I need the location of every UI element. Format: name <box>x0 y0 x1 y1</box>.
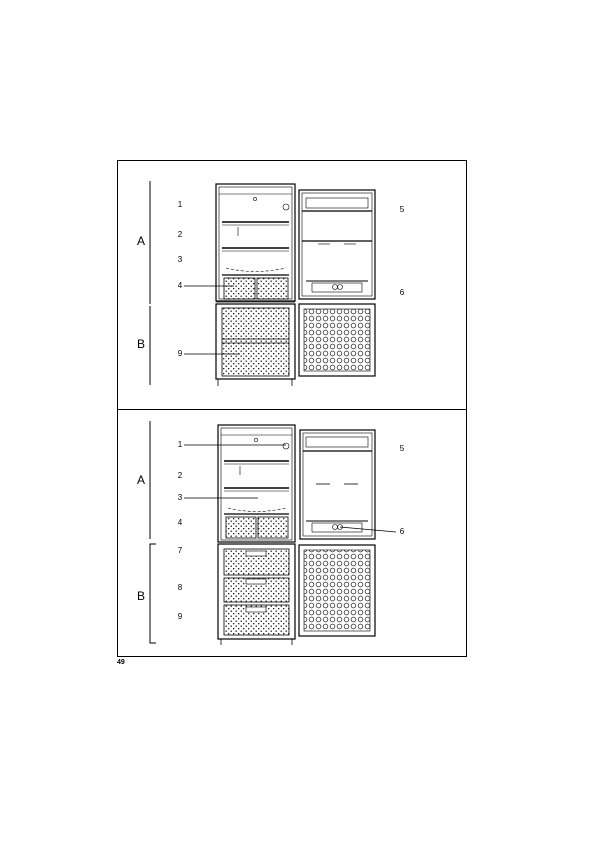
bottom-label-7: 7 <box>177 546 183 555</box>
bottom-label-8: 8 <box>177 583 183 592</box>
bottom-freezer-door-panel <box>303 549 371 632</box>
page-reference: 49 <box>117 659 125 666</box>
top-freezer-cabinet <box>215 301 296 380</box>
bottom-freezer-cabinet <box>217 541 296 645</box>
top-label-2: 2 <box>177 230 183 239</box>
bottom-section-a: A <box>136 473 146 487</box>
top-crisper-left <box>223 277 256 300</box>
bottom-label-2: 2 <box>177 471 183 480</box>
top-freezer-door-panel <box>303 308 371 372</box>
bottom-label-6: 6 <box>399 527 405 536</box>
top-label-3: 3 <box>177 255 183 264</box>
top-section-b: B <box>136 337 146 351</box>
bottom-label-1: 1 <box>177 440 183 449</box>
top-fridge-cabinet <box>215 183 296 302</box>
top-label-4: 4 <box>177 281 183 290</box>
top-label-5: 5 <box>399 205 405 214</box>
top-freezer-compartment <box>221 307 290 377</box>
bottom-drawer-7 <box>223 548 290 576</box>
bottom-crisper-right <box>257 516 289 539</box>
top-label-1: 1 <box>177 200 183 209</box>
bottom-leader-lines <box>184 444 397 533</box>
top-freezer-lines <box>217 338 293 386</box>
top-crisper-right <box>256 277 289 300</box>
figure-frame <box>117 160 467 657</box>
bottom-crisper-left <box>225 516 257 539</box>
bottom-label-9: 9 <box>177 612 183 621</box>
bottom-brackets <box>149 421 156 644</box>
bottom-label-5: 5 <box>399 444 405 453</box>
top-leader-lines <box>184 285 240 355</box>
bottom-label-4: 4 <box>177 518 183 527</box>
top-section-a: A <box>136 234 146 248</box>
bottom-drawer-handles <box>245 550 267 613</box>
top-label-6: 6 <box>399 288 405 297</box>
top-door <box>298 189 376 300</box>
figure-divider <box>117 409 467 410</box>
bottom-label-3: 3 <box>177 493 183 502</box>
bottom-section-b: B <box>136 589 146 603</box>
bottom-door <box>299 429 376 540</box>
top-label-9: 9 <box>177 349 183 358</box>
